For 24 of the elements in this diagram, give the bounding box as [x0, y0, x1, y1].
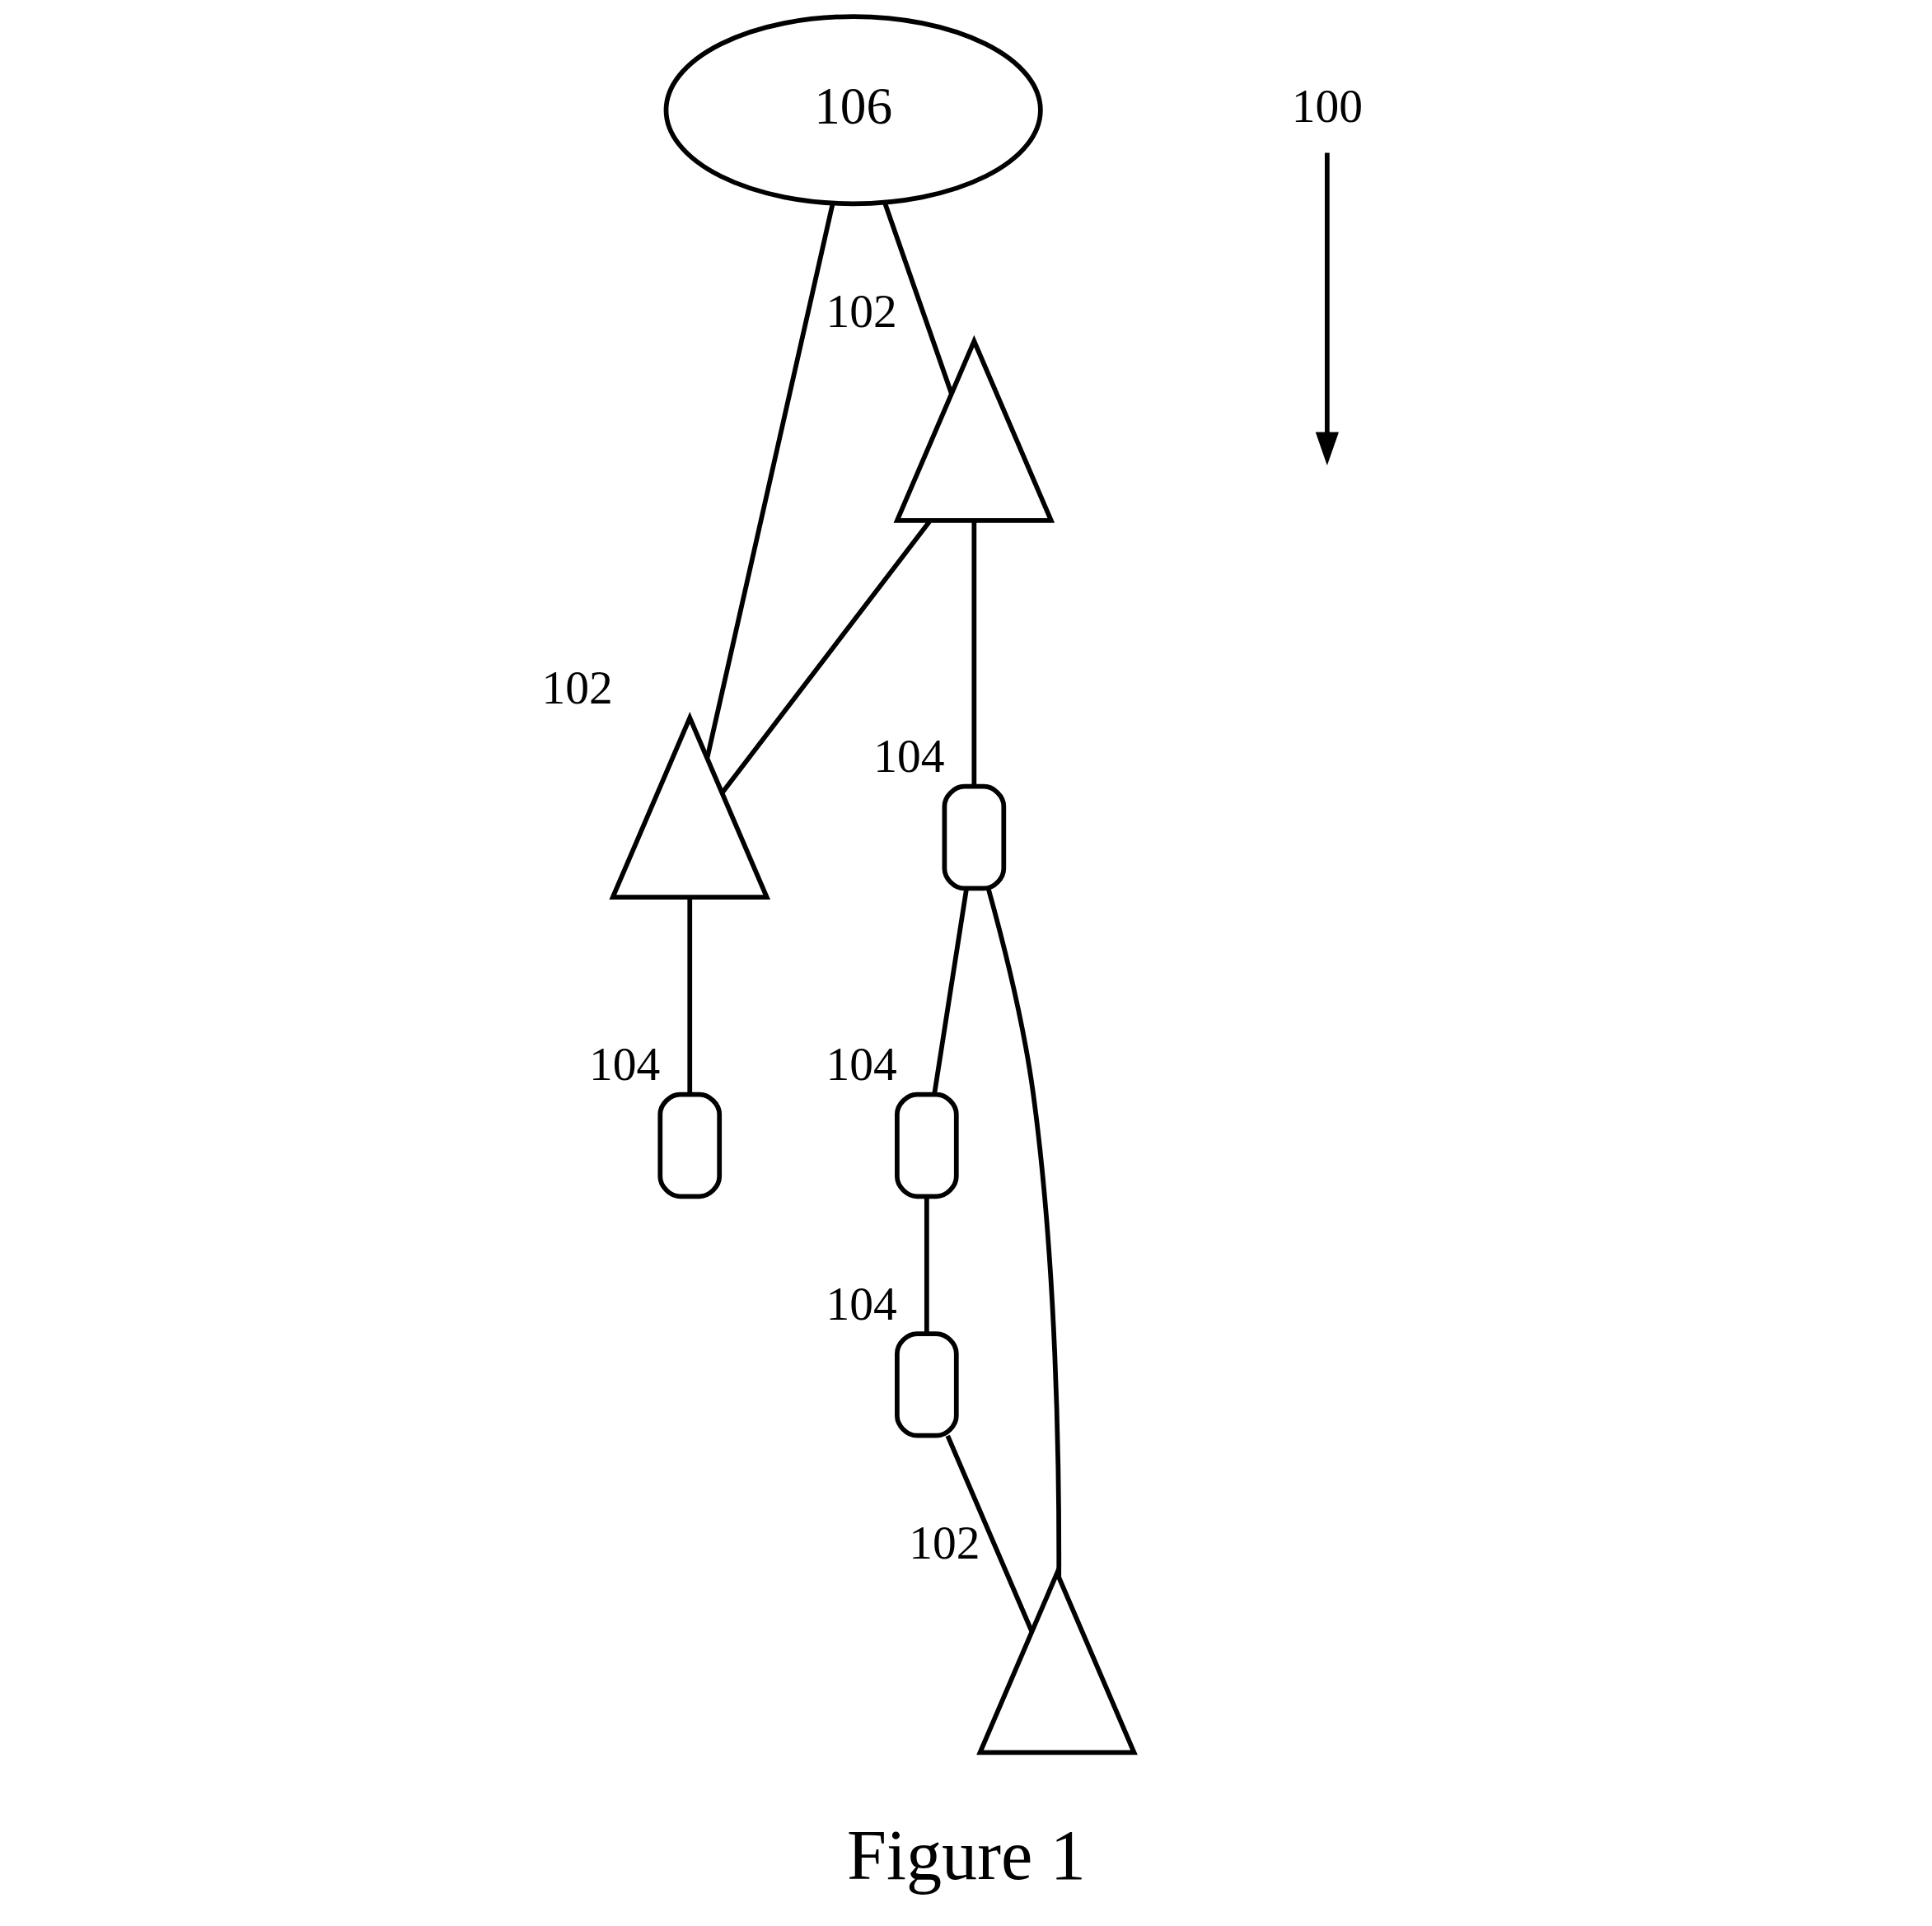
node-tower — [608, 712, 770, 900]
node-phone — [942, 783, 1006, 891]
connector — [686, 897, 692, 1094]
arrow — [1315, 152, 1339, 465]
caption: Figure 1 — [846, 1815, 1086, 1895]
node-label: 104 — [872, 730, 944, 783]
node-text: 100 — [1291, 80, 1363, 133]
node-ellipse: 106 — [663, 14, 1043, 207]
node-label: 102 — [908, 1517, 980, 1569]
node-phone — [894, 1331, 959, 1438]
node-phone — [894, 1092, 959, 1199]
connector — [971, 521, 976, 786]
node-label: 102 — [541, 661, 613, 714]
node-label: 104 — [826, 1277, 897, 1330]
connector — [720, 520, 932, 794]
connector — [945, 1434, 1034, 1633]
node-label: 104 — [826, 1038, 897, 1091]
node-label: 102 — [826, 284, 897, 337]
node-tower — [893, 334, 1055, 523]
connector — [704, 203, 835, 758]
node-label: 104 — [588, 1038, 660, 1091]
connector — [985, 888, 1061, 1577]
connector — [924, 1196, 929, 1334]
node-phone — [657, 1092, 722, 1199]
